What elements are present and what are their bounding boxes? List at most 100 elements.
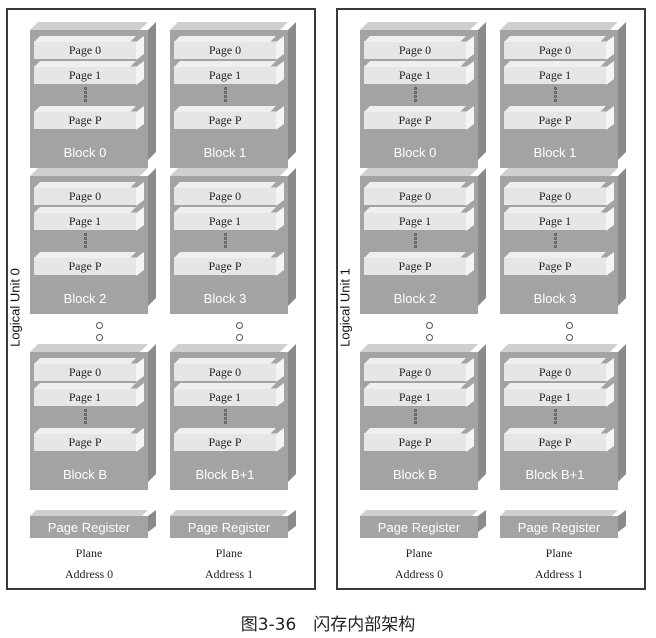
block-label: Block 2	[393, 291, 437, 306]
page-side-face	[606, 252, 614, 276]
page-label: Page 1	[538, 214, 572, 228]
page: Page P	[364, 433, 466, 451]
page-label: Page 1	[398, 390, 432, 404]
page: Page 1	[174, 388, 276, 406]
address-label: Address 0	[394, 567, 444, 581]
plane-label: Plane	[405, 546, 433, 560]
page-label: Page P	[398, 435, 432, 449]
vertical-ellipsis	[414, 233, 418, 249]
page-side-face	[466, 358, 474, 382]
page-top-face	[504, 36, 606, 42]
page-top-face	[504, 428, 606, 434]
plane-label: Plane	[75, 546, 103, 560]
block-label: Block B+1	[195, 467, 255, 482]
page: Page 0	[364, 363, 466, 381]
page-register: Page Register	[360, 516, 478, 538]
page-top-face	[174, 358, 276, 364]
page-register: Page Register	[500, 516, 618, 538]
page-top-face	[174, 106, 276, 112]
page-side-face	[276, 428, 284, 452]
address-label: Address 1	[204, 567, 254, 581]
block-top-face	[170, 168, 288, 176]
block-top-face	[360, 344, 478, 352]
page: Page 0	[174, 187, 276, 205]
page: Page P	[364, 111, 466, 129]
register-side-face	[288, 510, 296, 532]
page-label: Page P	[208, 113, 242, 127]
page: Page 0	[504, 41, 606, 59]
page-side-face	[606, 106, 614, 130]
page: Page 0	[504, 187, 606, 205]
block-side-face	[478, 344, 486, 482]
page: Page P	[364, 257, 466, 275]
page: Page 1	[34, 388, 136, 406]
page-side-face	[276, 61, 284, 85]
page-side-face	[276, 383, 284, 407]
page-label: Page 0	[208, 365, 242, 379]
block-top-face	[500, 344, 618, 352]
page-top-face	[364, 252, 466, 258]
page-top-face	[174, 428, 276, 434]
page-top-face	[34, 383, 136, 389]
page-top-face	[364, 106, 466, 112]
page-label: Page 1	[68, 390, 102, 404]
page-side-face	[276, 106, 284, 130]
page-label: Page 0	[68, 189, 102, 203]
page-label: Page 1	[68, 68, 102, 82]
page-top-face	[504, 358, 606, 364]
block-label: Block 2	[63, 291, 107, 306]
vertical-ellipsis	[224, 87, 228, 103]
page: Page P	[34, 433, 136, 451]
page-label: Page 0	[538, 43, 572, 57]
page-label: Page P	[538, 259, 572, 273]
vertical-ellipsis	[554, 87, 558, 103]
page-label: Page 0	[398, 189, 432, 203]
vertical-ellipsis	[554, 409, 558, 425]
logical-unit-label: Logical Unit 1	[337, 268, 353, 347]
page-top-face	[174, 61, 276, 67]
page-top-face	[34, 252, 136, 258]
page-side-face	[276, 207, 284, 231]
page-top-face	[174, 252, 276, 258]
plane-label: Plane	[215, 546, 243, 560]
page: Page 0	[364, 187, 466, 205]
block-label: Block 0	[63, 145, 107, 160]
page-side-face	[606, 428, 614, 452]
page-label: Page 1	[398, 214, 432, 228]
page-label: Page 0	[398, 365, 432, 379]
page-label: Page P	[68, 259, 102, 273]
page-top-face	[364, 428, 466, 434]
page-label: Page 0	[538, 189, 572, 203]
page-label: Page P	[538, 435, 572, 449]
block-top-face	[170, 344, 288, 352]
page: Page 0	[174, 41, 276, 59]
block-side-face	[288, 22, 296, 160]
block-label: Block 3	[203, 291, 247, 306]
block-label: Block 3	[533, 291, 577, 306]
page-top-face	[34, 358, 136, 364]
page-side-face	[606, 207, 614, 231]
page-side-face	[466, 61, 474, 85]
register-top-face	[360, 510, 478, 516]
page-top-face	[174, 383, 276, 389]
page-top-face	[34, 61, 136, 67]
register-side-face	[148, 510, 156, 532]
page-label: Page 0	[538, 365, 572, 379]
block-label: Block 0	[393, 145, 437, 160]
page-side-face	[606, 383, 614, 407]
page-top-face	[34, 182, 136, 188]
page: Page P	[174, 257, 276, 275]
block: Page 0 Page 1 Page P Block 2	[30, 176, 148, 314]
page: Page 1	[34, 212, 136, 230]
page: Page 1	[504, 212, 606, 230]
page: Page 0	[34, 187, 136, 205]
block-side-face	[618, 22, 626, 160]
page-side-face	[136, 207, 144, 231]
vertical-ellipsis	[224, 233, 228, 249]
page-label: Page 1	[208, 390, 242, 404]
